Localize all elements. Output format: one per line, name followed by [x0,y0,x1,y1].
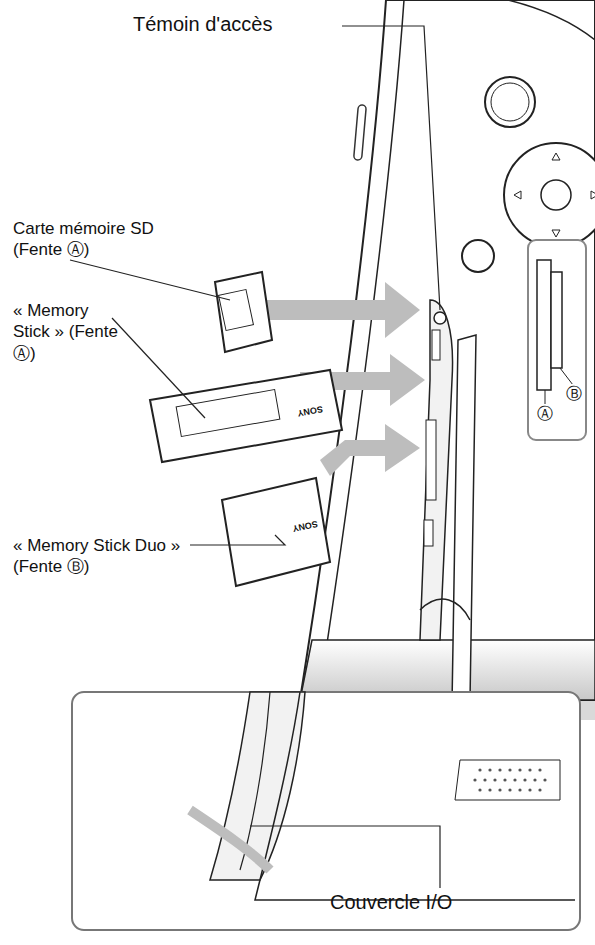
part-label: « Memory Stick » (Fente Ⓐ) [13,300,125,364]
leader-line [190,535,285,545]
memory-stick-duo [222,478,330,586]
slot-letter: Ⓐ [537,404,553,424]
frame-top [508,0,595,40]
leader-line [112,318,205,418]
leader-line [70,260,230,300]
slot-recess [420,300,453,640]
part-label: Carte mémoire SD (Fente Ⓐ) [13,218,173,261]
frame-body [300,0,595,700]
insert-arrow [260,282,420,338]
part-label: Témoin d'accès [133,12,343,37]
slot-letter: Ⓑ [566,384,582,404]
slot-inset [528,240,586,440]
part-label: « Memory Stick Duo » (Fente Ⓑ) [13,535,198,578]
control-pad [504,143,595,247]
memory-stick [150,370,342,462]
access-lamp [434,312,446,324]
detail-inset [72,692,580,930]
io-cover [452,335,476,705]
leader-line [250,826,440,888]
button [485,77,535,127]
side-vent [354,105,367,160]
part-label: Couvercle I/O [330,890,530,915]
sd-card [215,272,272,352]
frame-edge [320,0,404,690]
button [462,240,494,272]
speaker-grille [473,768,546,791]
leader-line [342,26,440,310]
